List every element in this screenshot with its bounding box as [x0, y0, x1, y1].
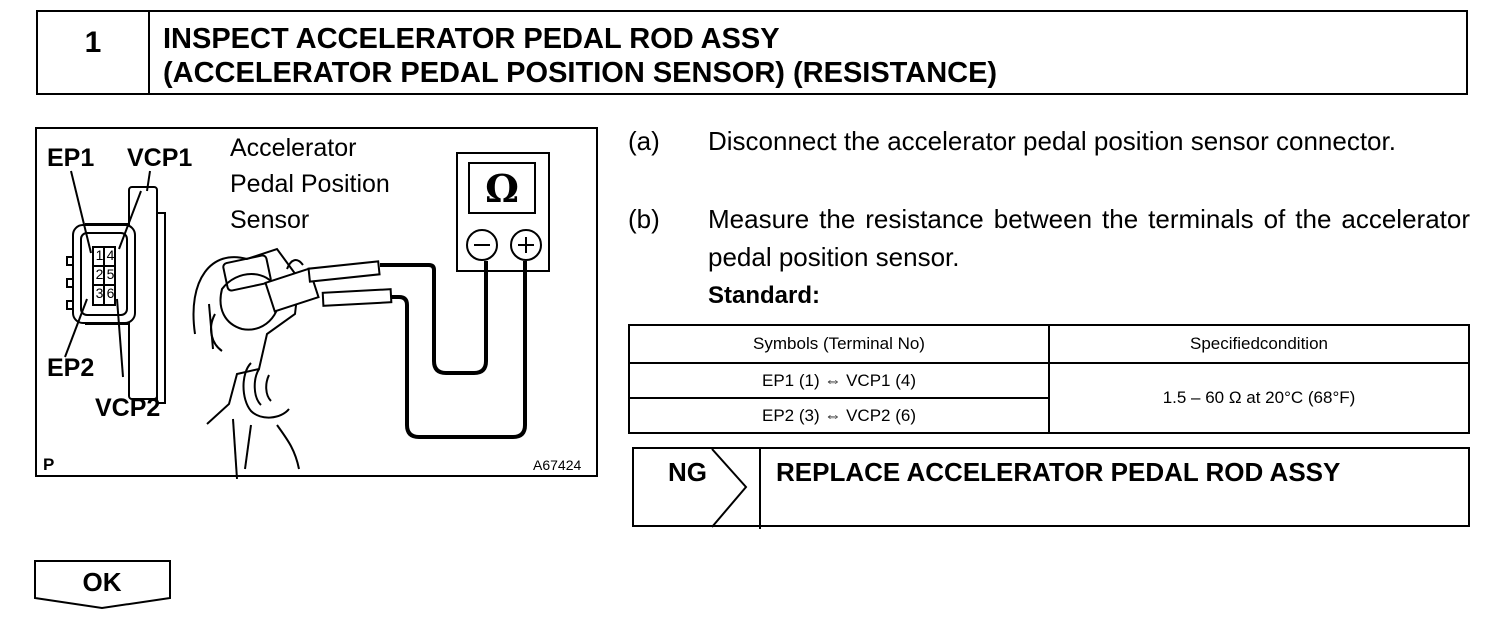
- step-number: 1: [38, 12, 150, 93]
- label-vcp2: VCP2: [95, 394, 161, 422]
- sensor-label-line1: Accelerator: [230, 134, 357, 162]
- label-vcp1: VCP1: [127, 144, 193, 172]
- table-header-cell: Specifiedcondition: [1048, 324, 1470, 364]
- figure-code: A67424: [533, 457, 582, 473]
- pin-label: 4: [106, 247, 115, 263]
- standard-label: Standard:: [708, 282, 821, 309]
- instruction-mark: (b): [628, 204, 660, 234]
- table-row: EP2 (3) ⇔ VCP2 (6): [628, 397, 1469, 434]
- ohmmeter-icon: [456, 152, 550, 272]
- ng-arrow-icon: [711, 449, 761, 529]
- table-header-cell: Symbols (Terminal No): [628, 324, 1050, 364]
- ok-arrow-icon: [34, 560, 171, 610]
- step-title-line1: INSPECT ACCELERATOR PEDAL ROD ASSY: [163, 23, 780, 55]
- instruction-text: Measure the resistance between the termi…: [708, 204, 1470, 272]
- step-title: INSPECT ACCELERATOR PEDAL ROD ASSY (ACCE…: [150, 12, 997, 93]
- ok-label: OK: [82, 567, 122, 597]
- ng-action: REPLACE ACCELERATOR PEDAL ROD ASSY: [776, 457, 1341, 487]
- spec-table: Symbols (Terminal No) Specifiedcondition…: [628, 324, 1470, 434]
- ng-result-box: NG REPLACE ACCELERATOR PEDAL ROD ASSY: [632, 447, 1470, 529]
- label-ep1: EP1: [47, 144, 95, 172]
- instruction-mark: (a): [628, 126, 660, 156]
- pin-label: 2: [95, 266, 104, 282]
- table-cell: EP1 (1) ⇔ VCP1 (4): [628, 362, 1050, 399]
- pin-label: 1: [95, 247, 104, 263]
- ohm-symbol: Ω: [485, 166, 519, 211]
- pin-label: 6: [106, 285, 115, 301]
- figure-corner-letter: P: [43, 455, 55, 474]
- diagram-drawing: [64, 152, 550, 479]
- label-ep2: EP2: [47, 354, 95, 382]
- table-cell-condition: 1.5 – 60 Ω at 20°C (68°F): [1048, 362, 1470, 434]
- sensor-label-line2: Pedal Position: [230, 170, 390, 198]
- table-row: EP1 (1) ⇔ VCP1 (4) 1.5 – 60 Ω at 20°C (6…: [628, 362, 1470, 434]
- ok-result-box: OK: [34, 560, 174, 610]
- ng-label: NG: [668, 457, 707, 487]
- sensor-icon: [192, 247, 320, 479]
- test-leads: [307, 260, 527, 439]
- step-title-line2: (ACCELERATOR PEDAL POSITION SENSOR) (RES…: [163, 57, 998, 89]
- sensor-label-line3: Sensor: [230, 206, 310, 234]
- pin-label: 5: [106, 266, 115, 282]
- connector-icon: [64, 170, 166, 404]
- instruction-text: Disconnect the accelerator pedal positio…: [708, 126, 1396, 156]
- table-cell: EP2 (3) ⇔ VCP2 (6): [628, 397, 1050, 434]
- sensor-diagram: EP1 VCP1 EP2 VCP2 Accelerator Pedal Posi…: [35, 127, 598, 479]
- pin-label: 3: [95, 285, 104, 301]
- step-header: 1 INSPECT ACCELERATOR PEDAL ROD ASSY (AC…: [36, 10, 1468, 95]
- table-header-row: Symbols (Terminal No) Specifiedcondition: [628, 324, 1470, 364]
